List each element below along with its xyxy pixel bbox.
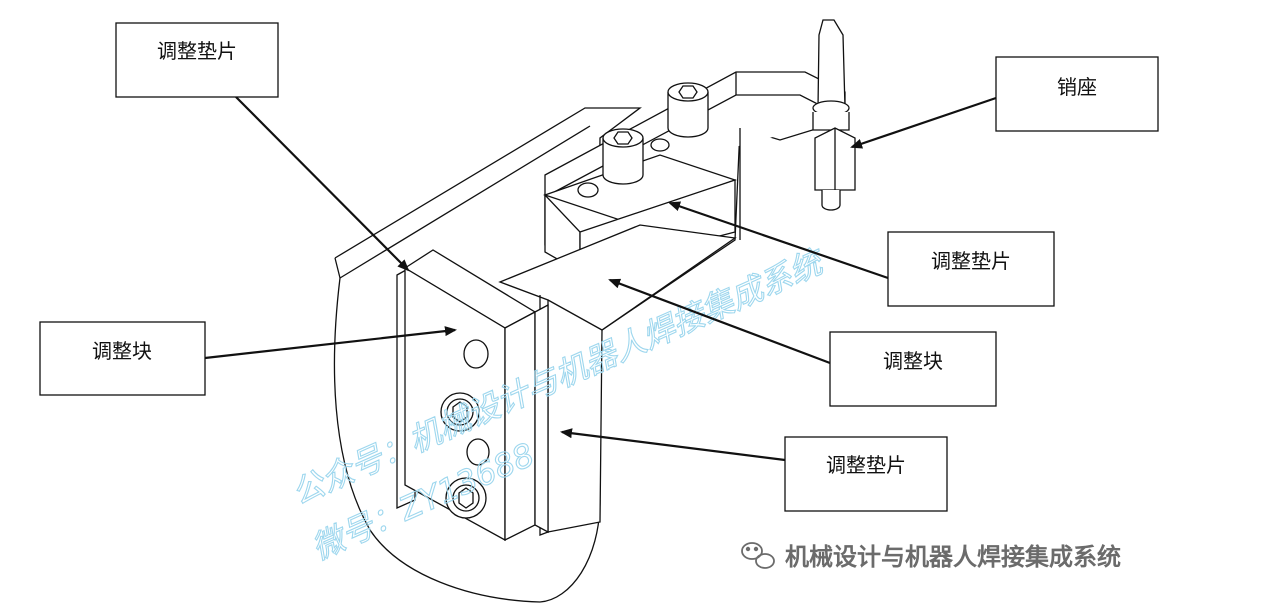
leader-left-block	[204, 326, 457, 360]
right-shim-pad	[534, 303, 549, 534]
label-mid-right-text: 调整垫片	[931, 249, 1011, 273]
label-left-block: 调整块	[39, 321, 206, 396]
brand-text: 机械设计与机器人焊接集成系统	[785, 543, 1121, 571]
left-adjust-block	[403, 249, 537, 542]
label-right-block-text: 调整块	[883, 349, 943, 373]
label-top-left-text: 调整垫片	[157, 39, 237, 63]
pin-seat	[812, 19, 856, 211]
leader-pin-seat	[850, 96, 997, 149]
top-screw-1	[602, 128, 644, 185]
label-bottom-right-text: 调整垫片	[826, 453, 906, 477]
top-screw-2	[667, 82, 709, 138]
brand-footer: 机械设计与机器人焊接集成系统	[741, 542, 1121, 571]
wechat-icon	[741, 542, 775, 569]
leader-mid-right	[668, 201, 889, 280]
label-pin-seat: 销座	[995, 56, 1159, 132]
label-left-block-text: 调整块	[92, 339, 152, 363]
leader-bottom-right	[560, 428, 786, 462]
label-pin-seat-text: 销座	[1057, 75, 1097, 99]
label-right-block: 调整块	[829, 331, 997, 407]
label-mid-right: 调整垫片	[887, 231, 1055, 307]
leader-lines	[204, 96, 997, 462]
leader-right-block	[608, 278, 831, 365]
label-top-left: 调整垫片	[115, 22, 279, 98]
label-bottom-right: 调整垫片	[784, 436, 948, 512]
leader-top-left	[235, 96, 410, 272]
